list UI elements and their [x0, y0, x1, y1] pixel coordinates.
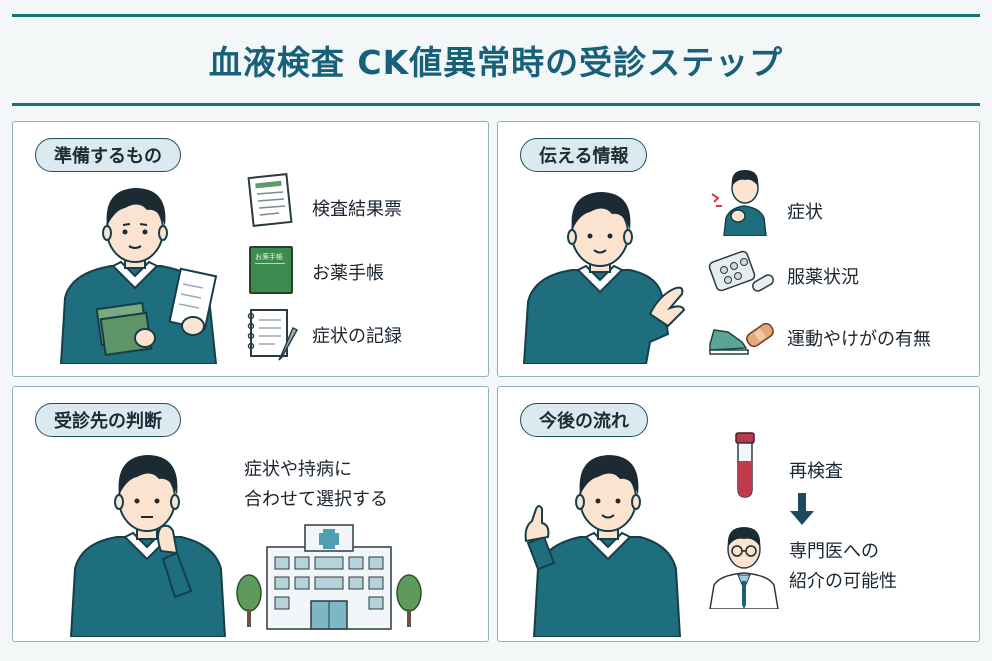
blood-tube-icon — [735, 432, 755, 498]
title-bar: 血液検査 CK値異常時の受診ステップ — [12, 14, 980, 106]
doctor-icon — [709, 527, 779, 609]
panel-heading-preparation: 準備するもの — [35, 138, 181, 172]
step-label-specialist-line1: 専門医への — [789, 541, 879, 562]
item-label-exercise-injury: 運動やけがの有無 — [787, 329, 931, 350]
pills-icon — [708, 250, 774, 292]
item-label-symptoms: 症状 — [787, 202, 823, 223]
person-pointing-illustration — [524, 455, 682, 637]
panel-preparation: 準備するもの — [12, 121, 489, 377]
person-thinking-illustration — [69, 455, 227, 637]
step-label-specialist-line2: 紹介の可能性 — [789, 571, 897, 592]
item-label-test-results: 検査結果票 — [312, 199, 402, 220]
panel-heading-next-steps: 今後の流れ — [520, 403, 648, 437]
panel-heading-destination: 受診先の判断 — [35, 403, 181, 437]
panel-next-steps: 今後の流れ 再検査 専門医への 紹介の可能性 — [497, 386, 980, 642]
medicine-notebook-icon: お薬手帳 — [249, 246, 293, 294]
destination-text-line1: 症状や持病に — [244, 459, 352, 480]
person-holding-documents-illustration — [59, 188, 218, 364]
item-label-symptom-record: 症状の記録 — [312, 326, 402, 347]
panel-information: 伝える情報 症状 服薬状況 運動やけがの — [497, 121, 980, 377]
sneaker-bandage-icon — [709, 322, 774, 355]
notebook-cover-label: お薬手帳 — [255, 253, 283, 261]
notebook-pen-icon — [247, 309, 299, 361]
item-label-medication-status: 服薬状況 — [787, 267, 859, 288]
hospital-building-icon — [236, 524, 422, 630]
page-title: 血液検査 CK値異常時の受診ステップ — [208, 43, 784, 82]
destination-text-line2: 合わせて選択する — [244, 489, 388, 510]
document-icon — [247, 173, 293, 227]
item-label-medicine-notebook: お薬手帳 — [312, 263, 384, 284]
step-label-retest: 再検査 — [789, 461, 843, 482]
panel-destination: 受診先の判断 症状や持病に 合わせて選択する — [12, 386, 489, 642]
arrow-down-icon — [790, 493, 814, 525]
person-explaining-illustration — [522, 192, 686, 364]
panel-heading-information: 伝える情報 — [520, 138, 648, 172]
shoulder-pain-person-icon — [711, 170, 767, 236]
